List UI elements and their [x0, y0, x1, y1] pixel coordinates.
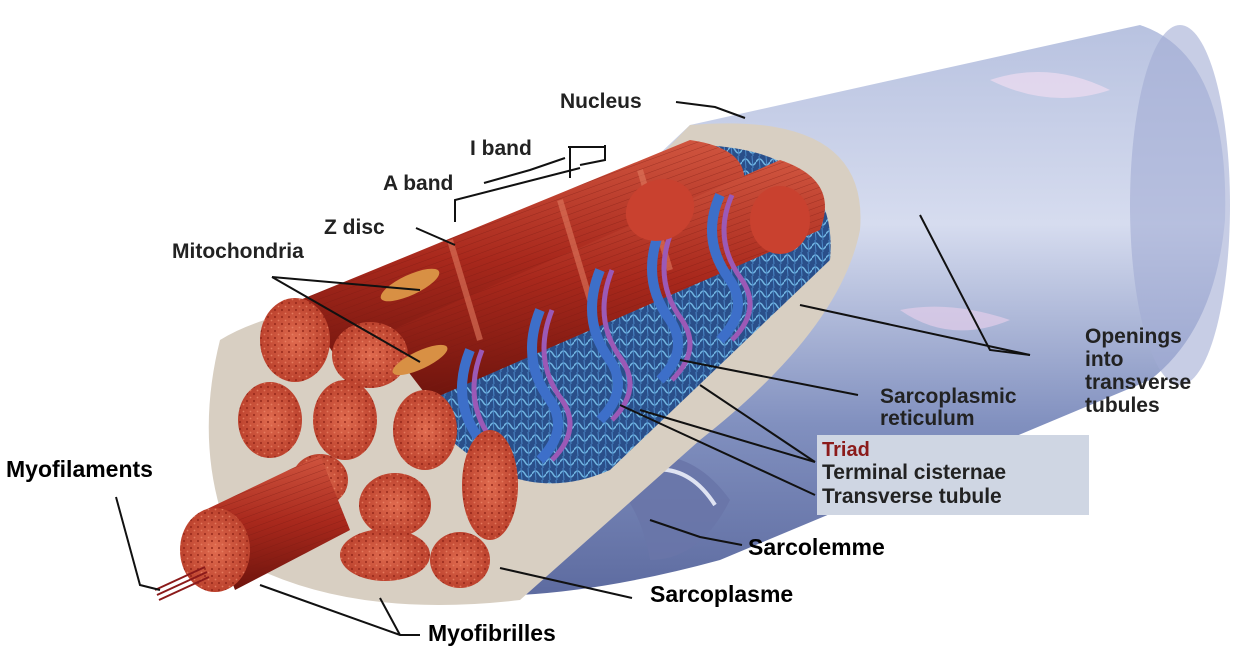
label-sarcoplasme: Sarcoplasme — [650, 581, 793, 607]
label-a-band: A band — [383, 172, 453, 195]
label-myofibrilles: Myofibrilles — [428, 620, 556, 646]
label-terminal-cisternae: Terminal cisternae — [822, 461, 1006, 484]
label-openings-1: Openings — [1085, 325, 1182, 348]
label-openings-3: transverse — [1085, 371, 1191, 394]
label-nucleus: Nucleus — [560, 90, 642, 113]
label-sarcoplasmic: Sarcoplasmic — [880, 385, 1017, 408]
label-openings-4: tubules — [1085, 394, 1160, 417]
label-myofilaments: Myofilaments — [6, 456, 153, 482]
label-mitochondria: Mitochondria — [172, 240, 304, 263]
label-z-disc: Z disc — [324, 216, 385, 239]
label-openings-2: into — [1085, 348, 1123, 371]
label-sarcolemme: Sarcolemme — [748, 534, 885, 560]
label-reticulum: reticulum — [880, 407, 975, 430]
label-transverse-tubule: Transverse tubule — [822, 485, 1002, 508]
label-triad: Triad — [822, 439, 870, 461]
label-i-band: I band — [470, 137, 532, 160]
